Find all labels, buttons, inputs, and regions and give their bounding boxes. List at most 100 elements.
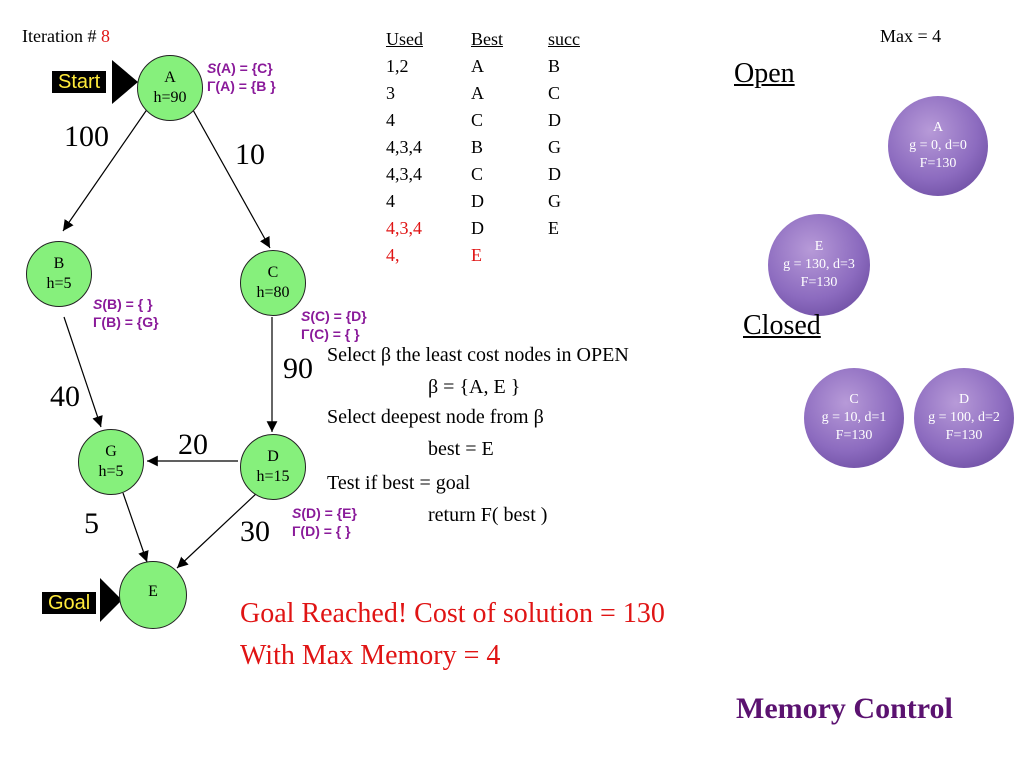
- sets-a: S(A) = {C} Γ(A) = {B }: [207, 59, 276, 95]
- set-g-b: Γ(B) = {G}: [93, 314, 159, 330]
- header-best: Best: [471, 29, 504, 49]
- closed-node-gd: g = 100, d=2: [928, 410, 1000, 425]
- best-row: B: [471, 137, 484, 157]
- column-succ: succ B C D G D G E: [548, 26, 580, 242]
- best-row: C: [471, 110, 484, 130]
- sets-d: S(D) = {E} Γ(D) = { }: [292, 504, 357, 540]
- succ-row: B: [548, 56, 561, 76]
- set-s-a: S(A) = {C}: [207, 60, 273, 76]
- sets-b: S(B) = { } Γ(B) = {G}: [93, 295, 159, 331]
- weight-d-g: 20: [178, 428, 208, 461]
- header-used: Used: [386, 29, 423, 49]
- best-row: D: [471, 191, 484, 211]
- weight-d-e: 30: [240, 515, 270, 548]
- succ-row: G: [548, 191, 561, 211]
- succ-row: E: [548, 218, 559, 238]
- closed-node-f: F=130: [835, 428, 873, 443]
- best-row: D: [471, 218, 484, 238]
- weight-a-b: 100: [64, 120, 109, 153]
- sets-c: S(C) = {D} Γ(C) = { }: [301, 307, 367, 343]
- best-row: A: [471, 83, 484, 103]
- used-row: 4: [386, 110, 395, 130]
- node-b-h: h=5: [46, 275, 72, 292]
- closed-title: Closed: [743, 310, 821, 341]
- node-c: C h=80: [240, 250, 306, 316]
- closed-node-f: F=130: [945, 428, 983, 443]
- used-row: 4,3,4: [386, 164, 422, 184]
- used-row: 4,: [386, 245, 400, 265]
- footer-title: Memory Control: [736, 692, 953, 725]
- used-row: 4: [386, 191, 395, 211]
- weight-c-d: 90: [283, 352, 313, 385]
- open-node-name: E: [814, 239, 824, 254]
- column-best: Best A A C B C D D E: [471, 26, 503, 269]
- start-tag: Start: [52, 71, 107, 93]
- node-g-name: G: [105, 443, 117, 460]
- best-row: A: [471, 56, 484, 76]
- iteration-number: 8: [100, 26, 110, 46]
- node-b: B h=5: [26, 241, 92, 307]
- node-c-name: C: [267, 264, 279, 281]
- used-row: 4,3,4: [386, 218, 422, 238]
- set-s-b: S(B) = { }: [93, 296, 153, 312]
- used-row: 4,3,4: [386, 137, 422, 157]
- node-e-name: E: [148, 583, 158, 600]
- edge-g-e: [122, 492, 149, 563]
- step-beta-set: β = {A, E }: [428, 376, 521, 398]
- closed-node-d: D g = 100, d=2 F=130: [914, 368, 1014, 468]
- weight-b-g: 40: [50, 380, 80, 413]
- header-succ: succ: [548, 29, 580, 49]
- node-d-name: D: [267, 448, 279, 465]
- step-select-least-cost: Select β the least cost nodes in OPEN: [327, 344, 629, 366]
- set-s-d: S(D) = {E}: [292, 505, 357, 521]
- start-arrow-icon: [112, 60, 138, 104]
- set-s-c: S(C) = {D}: [301, 308, 367, 324]
- edge-d-e: [176, 491, 259, 569]
- open-title: Open: [734, 58, 795, 89]
- set-g-d: Γ(D) = { }: [292, 523, 351, 539]
- succ-row: D: [548, 164, 561, 184]
- node-g-h: h=5: [98, 463, 124, 480]
- node-g: G h=5: [78, 429, 144, 495]
- edge-b-g: [63, 316, 103, 428]
- node-c-h: h=80: [256, 284, 290, 301]
- succ-row: C: [548, 83, 561, 103]
- node-a-h: h=90: [153, 89, 187, 106]
- result-max-memory: With Max Memory = 4: [240, 640, 501, 671]
- step-test-goal: Test if best = goal: [327, 472, 471, 494]
- best-row: C: [471, 164, 484, 184]
- max-label: Max = 4: [880, 26, 942, 46]
- best-row: E: [471, 245, 482, 265]
- open-node-name: A: [932, 120, 944, 135]
- closed-node-name: D: [958, 392, 970, 407]
- node-d-h: h=15: [256, 468, 290, 485]
- used-row: 3: [386, 83, 395, 103]
- node-a: A h=90: [137, 55, 203, 121]
- step-best-value: best = E: [428, 438, 494, 460]
- edge-a-c: [192, 109, 271, 249]
- node-b-name: B: [53, 255, 65, 272]
- step-select-deepest: Select deepest node from β: [327, 406, 544, 428]
- node-a-name: A: [164, 69, 176, 86]
- weight-a-c: 10: [235, 138, 265, 171]
- set-g-a: Γ(A) = {B }: [207, 78, 276, 94]
- weight-g-e: 5: [84, 507, 99, 540]
- used-row: 1,2: [386, 56, 409, 76]
- succ-row: G: [548, 137, 561, 157]
- closed-node-c: C g = 10, d=1 F=130: [804, 368, 904, 468]
- open-node-e: E g = 130, d=3 F=130: [768, 214, 870, 316]
- column-used: Used 1,2 3 4 4,3,4 4,3,4 4 4,3,4 4,: [386, 26, 423, 269]
- open-node-gd: g = 130, d=3: [783, 257, 855, 272]
- step-return: return F( best ): [428, 504, 548, 526]
- node-d: D h=15: [240, 434, 306, 500]
- open-node-f: F=130: [919, 156, 957, 171]
- open-node-f: F=130: [800, 275, 838, 290]
- iteration-label: Iteration # 8: [22, 26, 110, 47]
- edge-a-b: [62, 107, 149, 232]
- result-goal-reached: Goal Reached! Cost of solution = 130: [240, 598, 665, 629]
- iteration-text: Iteration #: [22, 26, 101, 46]
- set-g-c: Γ(C) = { }: [301, 326, 360, 342]
- open-node-a: A g = 0, d=0 F=130: [888, 96, 988, 196]
- succ-row: D: [548, 110, 561, 130]
